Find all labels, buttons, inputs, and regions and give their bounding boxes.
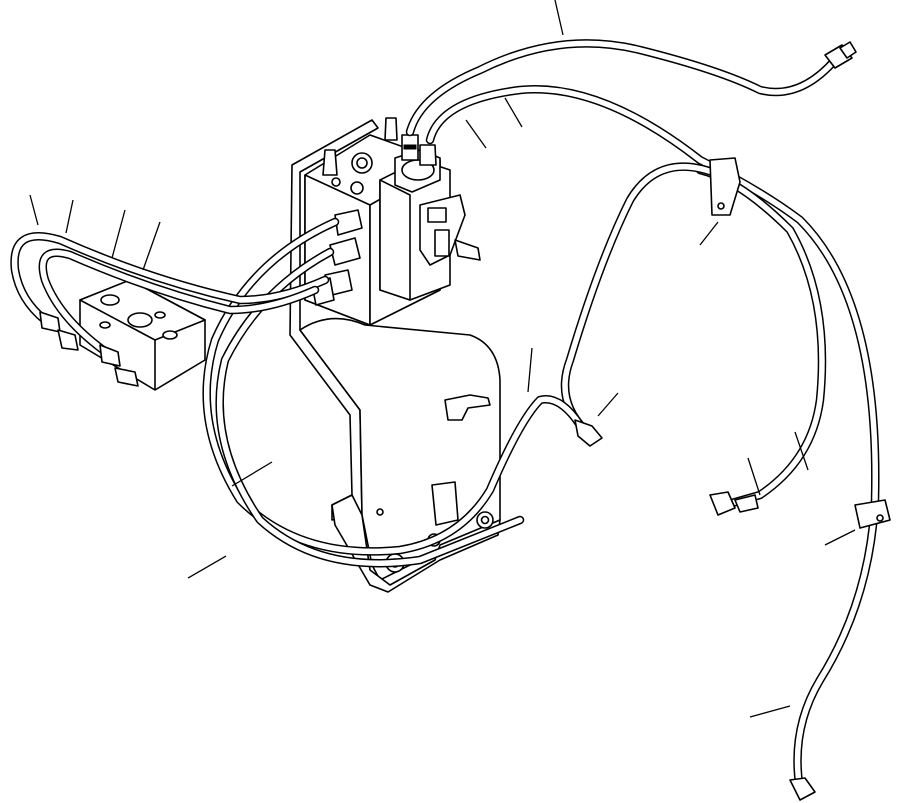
leader-line xyxy=(527,347,533,393)
leader-line xyxy=(699,221,719,246)
leader-line xyxy=(597,392,619,417)
leader-line xyxy=(187,555,227,579)
leader-line xyxy=(142,221,161,271)
leader-line xyxy=(465,119,487,149)
valve-side-fittings xyxy=(311,209,363,306)
hoses xyxy=(10,39,880,795)
leader-lines xyxy=(29,0,856,718)
leader-line xyxy=(747,457,761,496)
leader-line xyxy=(794,431,809,471)
leader-line xyxy=(231,461,273,487)
valve-top-fittings xyxy=(322,117,437,176)
leader-line xyxy=(29,194,39,226)
leader-line xyxy=(111,209,126,259)
leader-line xyxy=(554,0,564,36)
leader-line xyxy=(824,529,856,546)
solenoid-valve xyxy=(379,149,481,301)
leader-line xyxy=(504,97,523,128)
hose-end-fittings xyxy=(39,41,857,801)
leader-line xyxy=(749,705,791,718)
hose-clamps xyxy=(431,157,891,529)
leader-line xyxy=(65,199,74,234)
